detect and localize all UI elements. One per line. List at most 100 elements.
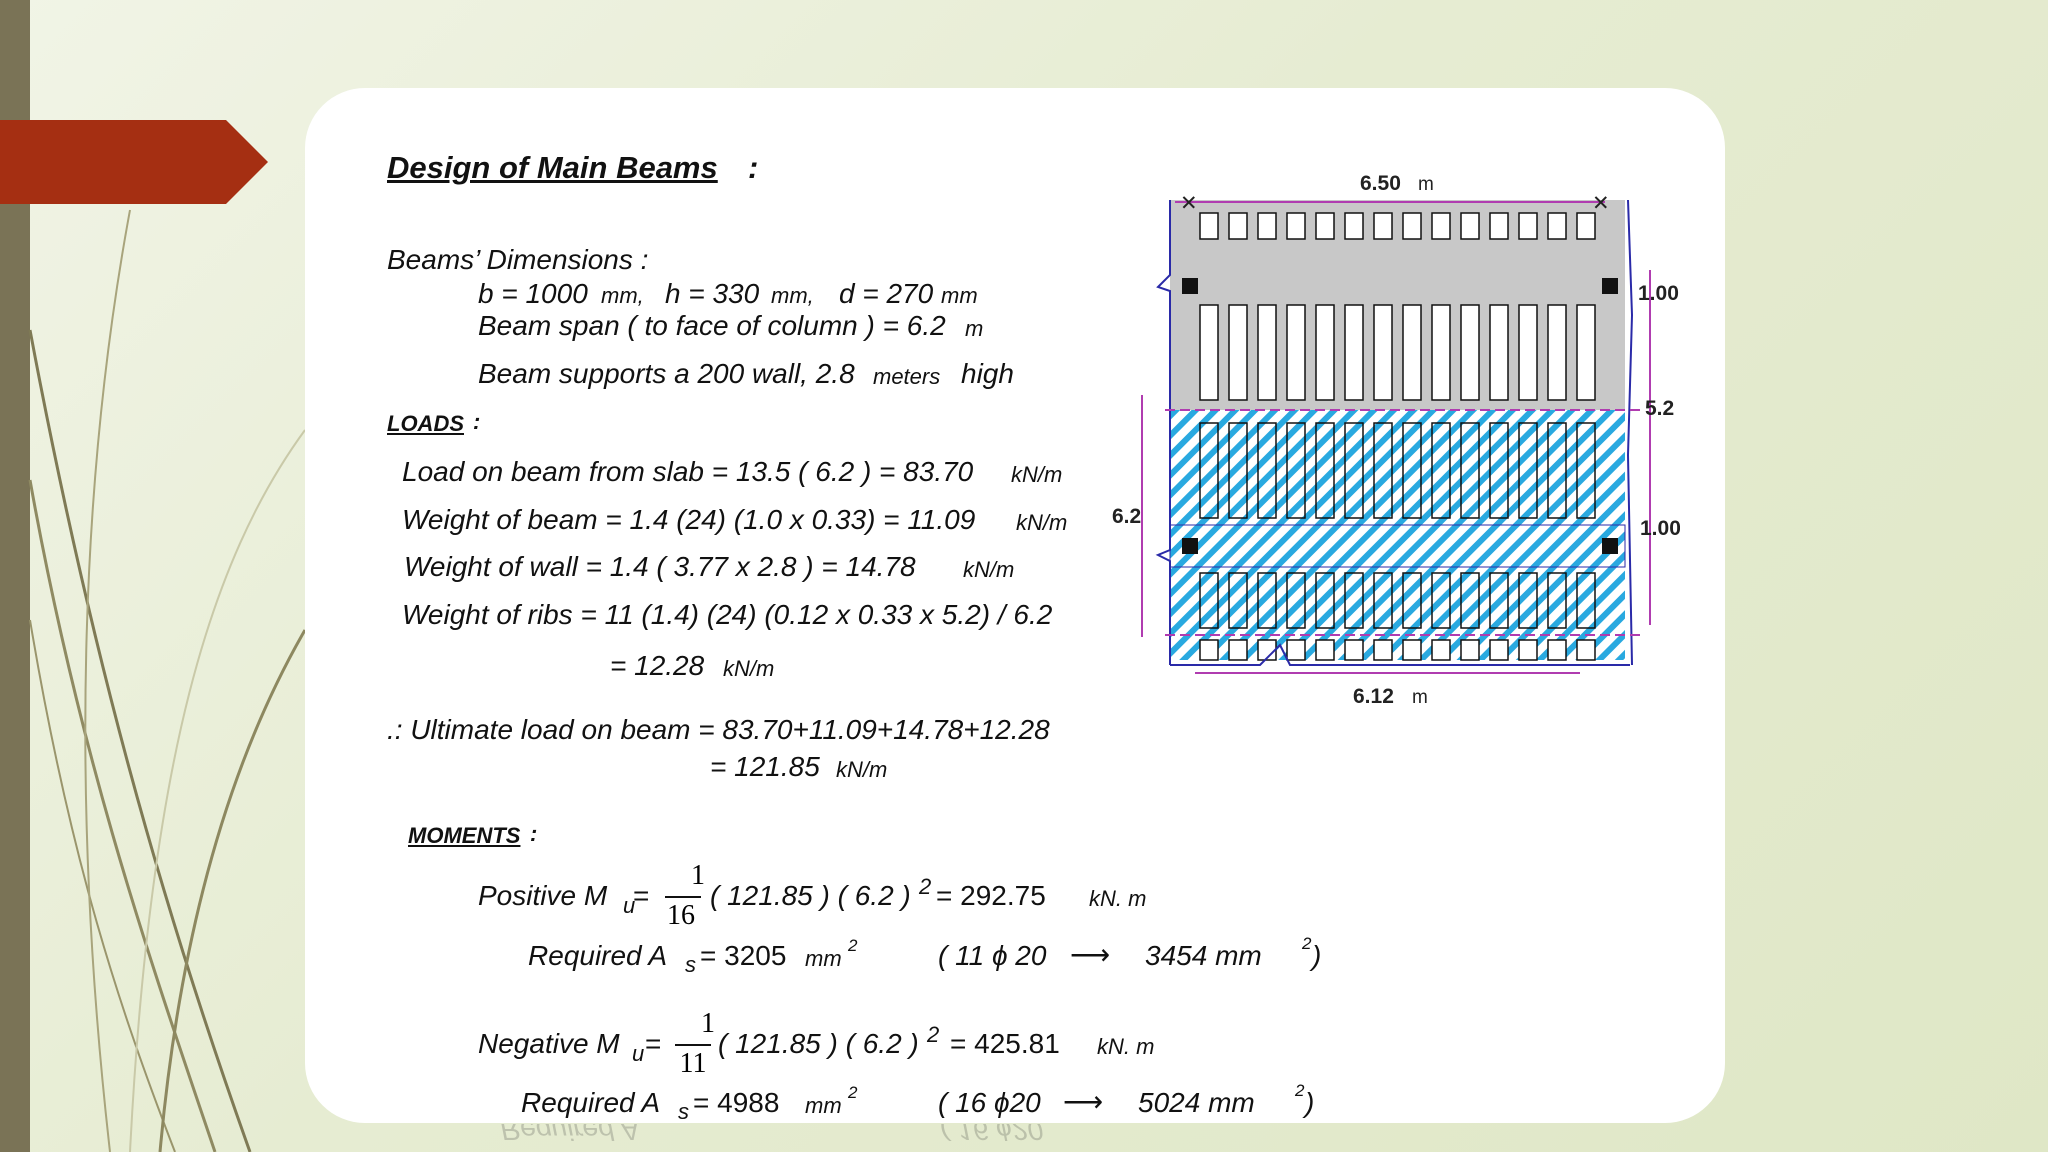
rib-opening bbox=[1373, 212, 1393, 240]
dim-h-unit: mm, bbox=[771, 283, 814, 308]
negative-moment-label: Negative M bbox=[478, 1028, 620, 1059]
left-break-line bbox=[1155, 200, 1171, 665]
column-top-left bbox=[1182, 278, 1198, 294]
positive-moment-unit: kN. m bbox=[1089, 886, 1147, 911]
rib-opening bbox=[1489, 572, 1509, 629]
negative-moment-result: = 425.81 bbox=[950, 1028, 1060, 1059]
positive-required-as-unit: mm bbox=[805, 946, 842, 971]
dim-b: b = 1000 bbox=[478, 278, 588, 309]
negative-moment-unit: kN. m bbox=[1097, 1034, 1155, 1059]
rib-opening bbox=[1431, 572, 1451, 629]
rib-opening bbox=[1460, 422, 1480, 519]
rib-opening bbox=[1518, 304, 1538, 401]
column-top-right bbox=[1602, 278, 1618, 294]
moments-colon: : bbox=[530, 821, 538, 846]
load-wall-unit: kN/m bbox=[963, 557, 1015, 582]
decorative-curves bbox=[28, 209, 307, 1152]
top-dim-tick-left: ✕ bbox=[1180, 192, 1198, 215]
rib-opening bbox=[1344, 639, 1364, 661]
rib-opening bbox=[1431, 639, 1451, 661]
column-bottom-right bbox=[1602, 538, 1618, 554]
content-card: Design of Main Beams : Beams’ Dimensions… bbox=[305, 88, 1725, 1123]
rib-opening bbox=[1257, 212, 1277, 240]
negative-required-as-value: = 4988 bbox=[693, 1087, 780, 1118]
dim-span-unit: m bbox=[965, 316, 984, 341]
bottom-dimension-value: 6.12 bbox=[1353, 685, 1394, 708]
rib-opening bbox=[1547, 422, 1567, 519]
rib-opening bbox=[1518, 639, 1538, 661]
rib-opening bbox=[1315, 304, 1335, 401]
rib-opening bbox=[1460, 572, 1480, 629]
ultimate-load-result: = 121.85 bbox=[710, 751, 820, 782]
column-bottom-left bbox=[1182, 538, 1198, 554]
rib-opening bbox=[1489, 212, 1509, 240]
positive-required-as-label: Required A bbox=[528, 940, 668, 971]
negative-bars-area-square: 2 bbox=[1295, 1081, 1305, 1100]
page-title: Design of Main Beams bbox=[387, 150, 718, 185]
rib-opening bbox=[1402, 639, 1422, 661]
positive-bars-arrow: ⟶ bbox=[1070, 939, 1111, 970]
negative-moment-square: 2 bbox=[927, 1022, 940, 1047]
ultimate-load-unit: kN/m bbox=[836, 757, 888, 782]
loads-heading: LOADS bbox=[387, 411, 464, 436]
positive-moment-square: 2 bbox=[919, 874, 932, 899]
rib-opening bbox=[1547, 572, 1567, 629]
slab-beam-diagram: ✕ ✕ 6.50 m 6.12 m 6.2 1.00 5.2 1.00 bbox=[1112, 172, 1680, 708]
right-dimension-top-value: 1.00 bbox=[1638, 282, 1679, 305]
right-dimension-bottom-value: 1.00 bbox=[1640, 517, 1680, 540]
reflection-bars: ( 16 ϕ20 bbox=[940, 1124, 1043, 1146]
rib-opening bbox=[1402, 572, 1422, 629]
rib-opening bbox=[1460, 212, 1480, 240]
title-colon: : bbox=[748, 150, 759, 185]
negative-bars: ( 16 ϕ20 bbox=[938, 1087, 1041, 1118]
rib-opening bbox=[1257, 572, 1277, 629]
negative-fraction-bar bbox=[675, 1044, 711, 1046]
rib-opening bbox=[1373, 422, 1393, 519]
dim-span: Beam span ( to face of column ) = 6.2 bbox=[478, 310, 946, 341]
rib-opening bbox=[1518, 572, 1538, 629]
negative-required-as-unit: mm bbox=[805, 1093, 842, 1118]
positive-required-as-value: = 3205 bbox=[700, 940, 787, 971]
positive-moment-equals: = bbox=[633, 880, 650, 911]
rib-opening bbox=[1286, 422, 1306, 519]
rib-opening bbox=[1228, 304, 1248, 401]
top-dim-tick-right: ✕ bbox=[1592, 192, 1610, 215]
positive-required-as-square: 2 bbox=[848, 936, 858, 955]
rib-opening bbox=[1402, 422, 1422, 519]
rib-opening bbox=[1460, 304, 1480, 401]
rib-opening bbox=[1489, 639, 1509, 661]
negative-required-as-square: 2 bbox=[848, 1083, 858, 1102]
rib-opening bbox=[1315, 572, 1335, 629]
left-dimension-value: 6.2 bbox=[1112, 505, 1141, 528]
rib-opening bbox=[1344, 212, 1364, 240]
negative-moment-expression: ( 121.85 ) ( 6.2 ) bbox=[718, 1028, 919, 1059]
load-beam-unit: kN/m bbox=[1016, 510, 1068, 535]
rib-opening bbox=[1286, 304, 1306, 401]
rib-opening bbox=[1489, 422, 1509, 519]
rib-opening bbox=[1228, 572, 1248, 629]
rib-opening bbox=[1199, 304, 1219, 401]
bottom-break-line bbox=[1170, 643, 1630, 666]
rib-opening bbox=[1576, 572, 1596, 629]
rib-opening bbox=[1518, 212, 1538, 240]
rib-opening bbox=[1257, 422, 1277, 519]
positive-moment-label: Positive M bbox=[478, 880, 608, 911]
positive-required-as-subscript: s bbox=[685, 952, 696, 977]
rib-opening bbox=[1373, 639, 1393, 661]
load-beam: Weight of beam = 1.4 (24) (1.0 x 0.33) =… bbox=[402, 504, 976, 535]
positive-bars-area: 3454 mm bbox=[1145, 940, 1262, 971]
dim-h: h = 330 bbox=[665, 278, 760, 309]
rib-opening bbox=[1460, 639, 1480, 661]
load-ribs: Weight of ribs = 11 (1.4) (24) (0.12 x 0… bbox=[402, 599, 1053, 630]
rib-opening bbox=[1315, 422, 1335, 519]
dimensions-heading: Beams’ Dimensions : bbox=[387, 244, 649, 275]
positive-moment-subscript: u bbox=[623, 893, 636, 918]
dim-wall-unit: meters bbox=[873, 364, 941, 389]
rib-opening bbox=[1576, 212, 1596, 240]
rib-opening bbox=[1199, 572, 1219, 629]
negative-moment-equals: = bbox=[645, 1028, 662, 1059]
rib-opening bbox=[1518, 422, 1538, 519]
positive-moment-expression: ( 121.85 ) ( 6.2 ) bbox=[710, 880, 911, 911]
rib-opening bbox=[1315, 212, 1335, 240]
rib-opening bbox=[1199, 422, 1219, 519]
